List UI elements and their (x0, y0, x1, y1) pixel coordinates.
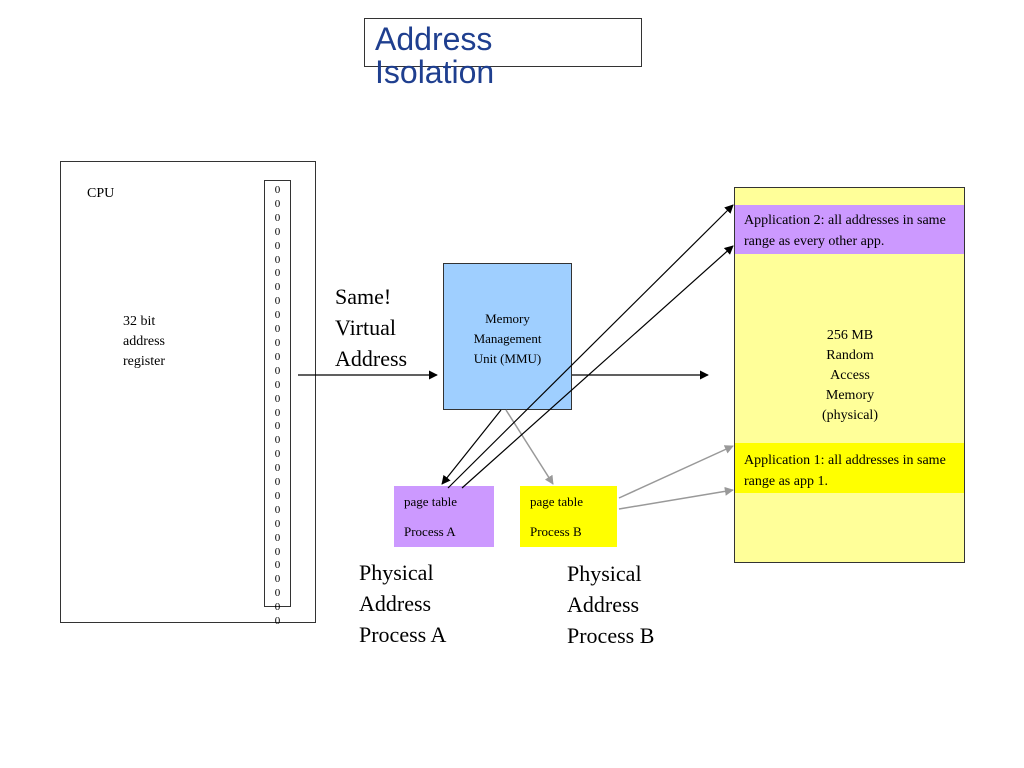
register-bit: 0 (274, 462, 281, 475)
title-line-1: Address (375, 21, 493, 57)
register-bit: 0 (274, 225, 281, 238)
page-table-a-label: page table (404, 494, 458, 509)
register-bit: 0 (274, 573, 281, 586)
mmu-label-line-1: Memory (485, 311, 530, 326)
register-bit: 0 (274, 476, 281, 489)
register-bit: 0 (274, 531, 281, 544)
register-label-line-1: 32 bit (123, 314, 156, 329)
register-label-line-3: register (123, 354, 165, 369)
physical-address-b-line-2: Address (567, 592, 640, 617)
physical-address-a-label: Physical Address Process A (359, 557, 446, 650)
register-bit: 0 (274, 350, 281, 363)
register-bit: 0 (274, 559, 281, 572)
arrow-mmu-to-page-table-a (441, 409, 502, 485)
mmu-label-line-3: Unit (MMU) (473, 351, 542, 366)
ram-label-line-4: Memory (825, 388, 875, 403)
application-2-region: Application 2: all addresses in same ran… (735, 205, 964, 254)
physical-address-b-label: Physical Address Process B (567, 558, 654, 651)
title-box (364, 18, 642, 67)
register-bit: 0 (274, 489, 281, 502)
register-bit: 0 (274, 503, 281, 516)
ram-label-line-3: Access (830, 368, 870, 383)
virtual-address-line-1: Same! (335, 284, 392, 309)
mmu-label-line-2: Management (473, 331, 542, 346)
register-bit: 0 (274, 184, 281, 196)
physical-address-a-line-1: Physical (359, 560, 434, 585)
virtual-address-line-2: Virtual (335, 315, 396, 340)
register-bit: 0 (274, 267, 281, 280)
register-bit: 0 (274, 295, 281, 308)
register-bit: 0 (274, 309, 281, 322)
register-bit: 0 (274, 364, 281, 377)
title-line-2: Isolation (375, 54, 495, 90)
register-bit: 0 (274, 545, 281, 558)
register-bit: 0 (274, 434, 281, 447)
page-table-a-process: Process A (404, 524, 456, 539)
register-bit: 0 (274, 587, 281, 600)
register-bit: 0 (274, 211, 281, 224)
arrow-mmu-to-page-table-b (505, 409, 554, 485)
arrow-page-table-b-to-app1-top (618, 445, 734, 499)
register-bit: 0 (274, 197, 281, 210)
virtual-address-label: Same! Virtual Address (335, 281, 407, 374)
virtual-address-line-3: Address (335, 346, 408, 371)
arrow-page-table-a-to-app2-top (447, 204, 734, 489)
application-1-region: Application 1: all addresses in same ran… (735, 443, 964, 493)
ram-label-line-1: 256 MB (826, 328, 874, 343)
register-bit: 0 (274, 336, 281, 349)
physical-address-b-line-3: Process B (567, 623, 655, 648)
ram-label-line-5: (physical) (822, 408, 878, 423)
physical-address-a-line-3: Process A (359, 622, 447, 647)
register-bit: 0 (274, 420, 281, 433)
physical-address-b-line-1: Physical (567, 561, 642, 586)
register-bit: 0 (274, 406, 281, 419)
page-table-b-process: Process B (530, 524, 582, 539)
mmu-label: Memory Management Unit (MMU) (443, 309, 572, 369)
ram-label: 256 MB Random Access Memory (physical) (790, 326, 910, 426)
register-label-line-2: address (123, 334, 165, 349)
slide-title: Address Isolation (375, 23, 494, 89)
ram-label-line-2: Random (826, 348, 874, 363)
cpu-label: CPU (87, 186, 115, 201)
page-table-process-a: page table Process A (394, 486, 494, 547)
register-bit: 0 (274, 323, 281, 336)
register-bit: 0 (274, 378, 281, 391)
arrow-page-table-b-to-app1-bottom (618, 486, 734, 510)
page-table-process-b: page table Process B (520, 486, 617, 547)
page-table-b-label: page table (530, 494, 584, 509)
register-bit: 0 (274, 448, 281, 461)
register-bit: 0 (274, 517, 281, 530)
register-bit: 0 (274, 253, 281, 266)
register-bit: 0 (274, 615, 281, 628)
arrow-page-table-a-to-app2-bottom (461, 245, 734, 489)
register-bit: 0 (274, 392, 281, 405)
physical-address-a-line-2: Address (359, 591, 432, 616)
register-bit: 0 (274, 601, 281, 614)
register-bit: 0 (274, 239, 281, 252)
cpu-box (60, 161, 316, 623)
register-label: 32 bit address register (123, 312, 165, 372)
register-bit: 0 (274, 281, 281, 294)
